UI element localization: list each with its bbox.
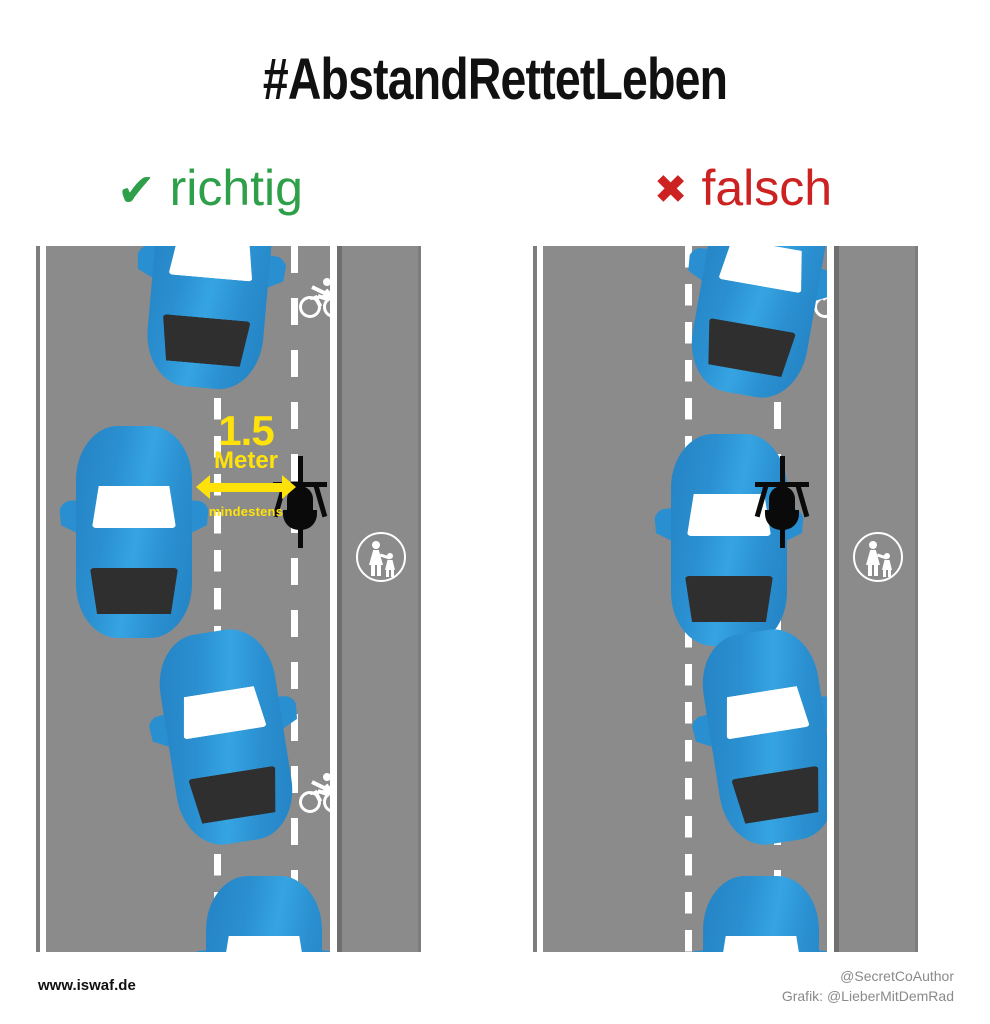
kerb-right [834, 246, 839, 952]
sidewalk [839, 246, 918, 952]
car-topdown-icon [143, 246, 277, 393]
kerb-left [36, 246, 40, 952]
scene-wrong [533, 246, 918, 952]
car-topdown-icon [654, 434, 804, 646]
scene-correct: 1.5 Meter mindestens [36, 246, 421, 952]
distance-annotation: 1.5 Meter mindestens [196, 407, 296, 519]
car-topdown-icon [683, 246, 827, 405]
car-topdown-icon [686, 876, 827, 952]
bicycle-icon [299, 278, 330, 318]
car-topdown-icon [189, 876, 330, 952]
graphic-credit: Grafik: @LieberMitDemRad [781, 988, 954, 1005]
cyclist-topdown-icon [754, 456, 810, 548]
lane-line-center [214, 246, 221, 952]
bicycle-icon [299, 773, 330, 813]
lane-line-bike [291, 246, 298, 952]
distance-value: 1.5 [218, 407, 274, 454]
verdict-correct-label: richtig [169, 160, 303, 216]
distance-arrow-icon [196, 474, 296, 500]
shoulder-left [537, 246, 543, 952]
cyclist-topdown-icon [272, 456, 328, 548]
kerb-left [533, 246, 537, 952]
distance-qualifier: mindestens [208, 504, 284, 519]
edge-line-right [330, 246, 337, 952]
verdict-correct: ✔ richtig [0, 156, 420, 220]
cross-icon: ✖ [653, 168, 688, 212]
check-icon: ✔ [117, 164, 156, 216]
pedestrian-sign-icon [853, 532, 903, 582]
distance-unit: Meter [213, 446, 279, 474]
website-link[interactable]: www.iswaf.de [38, 977, 136, 994]
page-title: #AbstandRettetLeben [262, 47, 728, 112]
car-topdown-icon [695, 623, 827, 851]
credits: @SecretCoAuthor Grafik: @LieberMitDemRad [782, 966, 954, 1007]
verdict-wrong: ✖ falsch [533, 156, 953, 220]
car-topdown-icon [152, 623, 300, 851]
sidewalk [342, 246, 421, 952]
edge-line-right [827, 246, 834, 952]
roadway-wrong [543, 246, 827, 952]
author-handle: @SecretCoAuthor [840, 968, 954, 984]
car-topdown-icon [59, 426, 209, 638]
roadway-correct: 1.5 Meter mindestens [46, 246, 330, 952]
kerb-right [337, 246, 342, 952]
pedestrian-sign-icon [356, 532, 406, 582]
verdict-wrong-label: falsch [701, 160, 833, 216]
shoulder-left [40, 246, 46, 952]
